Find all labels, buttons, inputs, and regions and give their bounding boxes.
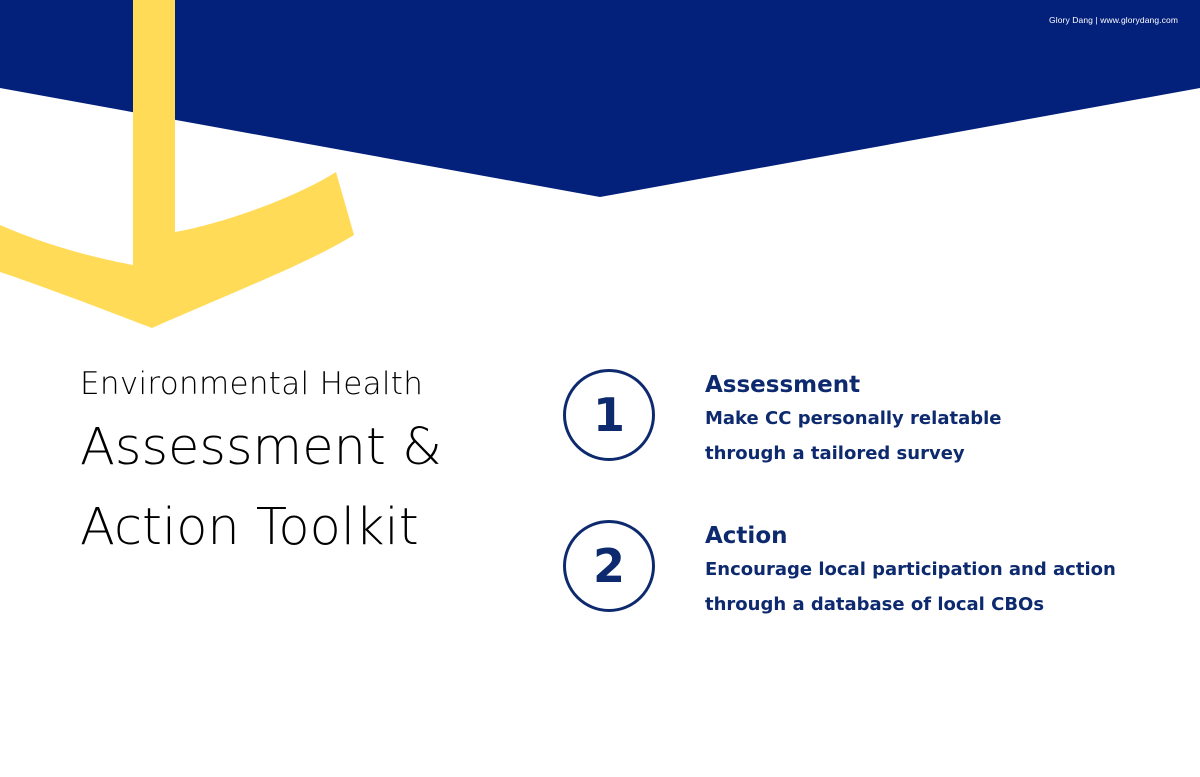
step-description: through a database of local CBOs [705,594,1045,615]
step-heading: Assessment [705,372,861,398]
step-description: Encourage local participation and action [705,559,1116,580]
step-number-badge: 2 [563,520,655,612]
step-text: Action Encourage local participation and… [705,520,1175,622]
step-description: through a tailored survey [705,443,965,464]
page-title: Environmental Health Assessment & Action… [80,360,442,568]
title-line-2: Assessment & [80,418,442,477]
step-text: Assessment Make CC personally relatable … [705,369,1175,471]
author-credit: Glory Dang | www.glorydang.com [1049,15,1178,25]
anchor-icon [0,0,354,328]
title-line-1: Environmental Health [80,366,424,402]
step-description: Make CC personally relatable [705,408,1002,429]
step-number-badge: 1 [563,369,655,461]
title-line-3: Action Toolkit [80,498,419,557]
navy-banner [0,0,1200,197]
step-heading: Action [705,523,788,549]
